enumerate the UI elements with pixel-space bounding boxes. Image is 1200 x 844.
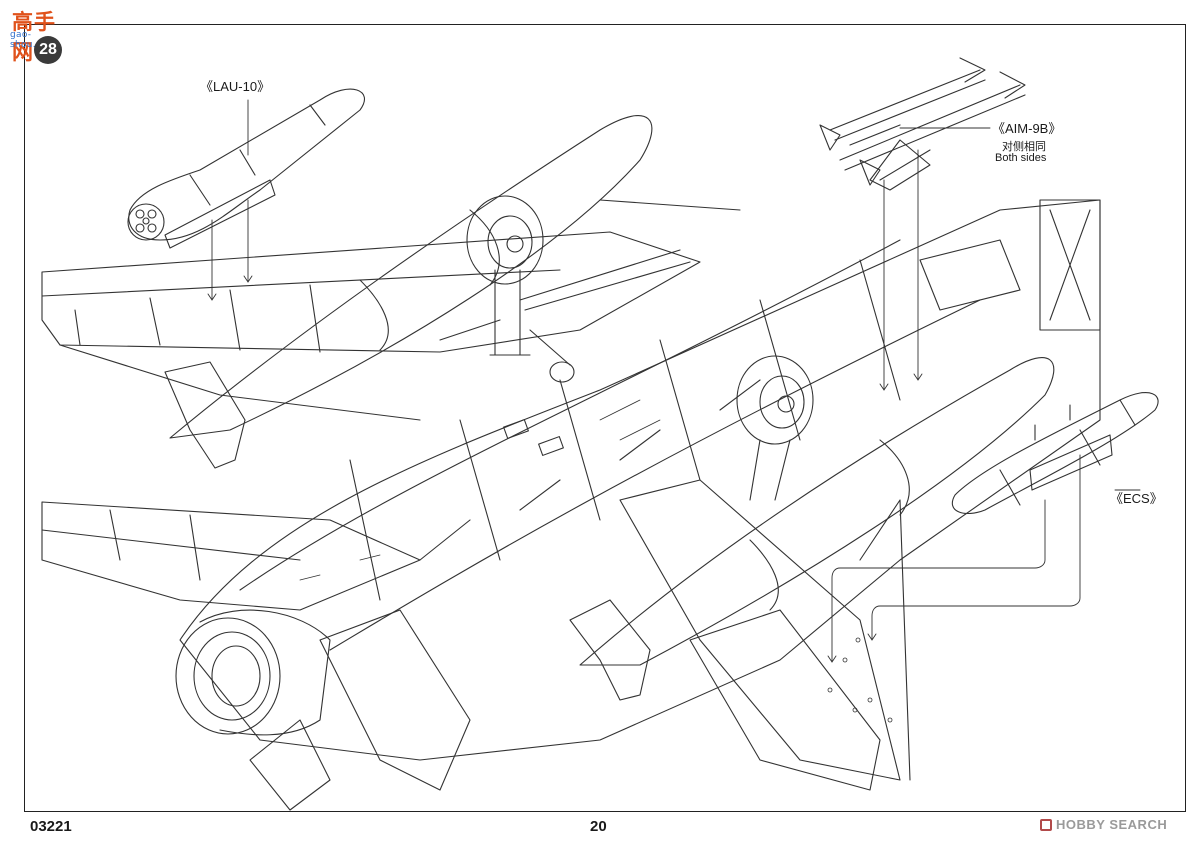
left-wing-lower [41, 501, 421, 611]
watermark-logo-icon [1040, 818, 1052, 831]
site-logo-text: 高手网 [12, 10, 56, 64]
tail-section [249, 609, 881, 811]
page-number: 20 [590, 818, 607, 835]
leader-lines [207, 99, 1141, 663]
panel-details [299, 399, 893, 723]
left-drop-tank [164, 115, 653, 469]
step-number-badge: 28 [34, 36, 62, 64]
engine-nozzle [175, 609, 331, 736]
lau10-label: 《LAU-10》 [200, 79, 271, 94]
right-drop-tank [569, 357, 1055, 701]
ecs-pod [952, 392, 1159, 514]
site-logo: 高手网 gao-shou.com [4, 4, 74, 64]
hobby-search-watermark: HOBBY SEARCH [1040, 817, 1167, 832]
lau10-rocket-pod [127, 88, 366, 249]
page-border [24, 24, 1186, 812]
left-wing-upper [41, 231, 701, 421]
aim9b-missiles [819, 57, 1026, 191]
right-fin [619, 479, 911, 781]
aim9b-note-en: Both sides [995, 152, 1047, 164]
watermark-text: HOBBY SEARCH [1056, 817, 1168, 832]
site-logo-sub: gao-shou.com [10, 30, 57, 50]
aim9b-label: 《AIM-9B》 [992, 121, 1062, 136]
left-landing-gear [439, 195, 741, 383]
aim9b-note-cn: 对侧相同 [1002, 141, 1046, 153]
fuselage [179, 199, 1101, 761]
product-code: 03221 [30, 818, 72, 835]
ecs-label: 《ECS》 [1110, 491, 1163, 506]
right-landing-gear [736, 355, 814, 501]
